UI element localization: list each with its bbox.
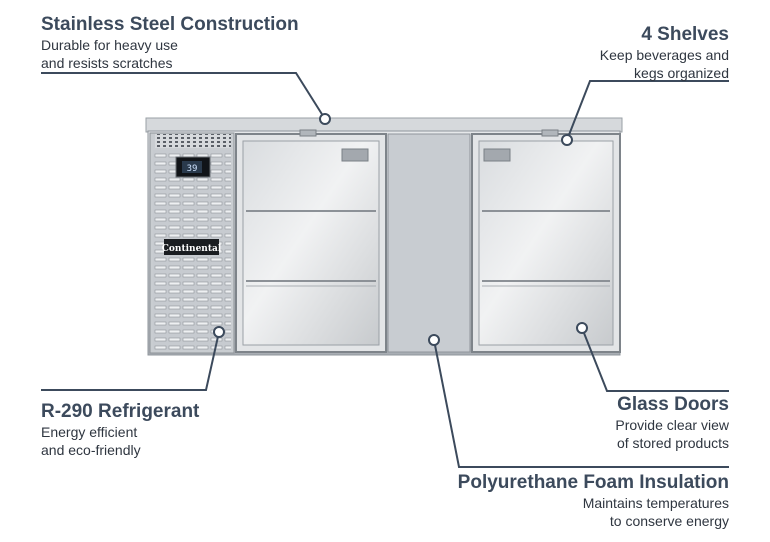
callout-dot-glass — [576, 322, 588, 334]
temperature-readout: 39 — [187, 164, 198, 174]
callout-line-shelves — [566, 80, 729, 141]
left-glass-door — [235, 129, 387, 353]
compressor-panel: 39 Continental — [149, 132, 235, 354]
callout-line-glass — [581, 327, 729, 392]
callout-glass-doors: Glass Doors Provide clear view of stored… — [615, 394, 729, 452]
brand-plate — [164, 239, 219, 255]
callout-title: Stainless Steel Construction — [41, 14, 299, 35]
callout-desc-line1: Durable for heavy use — [41, 37, 178, 53]
callout-dot-foam — [428, 334, 440, 346]
callout-title: Glass Doors — [617, 394, 729, 415]
callout-desc-line2: of stored products — [616, 435, 729, 451]
callout-desc-line1: Maintains temperatures — [582, 495, 729, 511]
callout-steel-construction: Stainless Steel Construction Durable for… — [41, 14, 299, 72]
callout-desc-line1: Keep beverages and — [599, 47, 729, 63]
callout-dot-steel — [319, 113, 331, 125]
callout-line-foam — [433, 339, 729, 468]
callout-desc-line1: Provide clear view — [615, 417, 729, 433]
callout-shelves: 4 Shelves Keep beverages and kegs organi… — [600, 24, 729, 82]
brand-logo-text: Continental — [162, 244, 222, 254]
callout-refrigerant: R-290 Refrigerant Energy efficient and e… — [41, 401, 199, 459]
callout-line-refrigerant — [41, 331, 220, 391]
callout-title: 4 Shelves — [641, 24, 729, 45]
callout-dot-refrigerant — [213, 326, 225, 338]
callout-desc-line2: and resists scratches — [41, 55, 173, 71]
center-panel — [387, 133, 471, 353]
callout-title: R-290 Refrigerant — [41, 401, 200, 422]
callout-desc-line1: Energy efficient — [41, 424, 138, 440]
callout-dot-shelves — [561, 134, 573, 146]
callout-foam-insulation: Polyurethane Foam Insulation Maintains t… — [458, 472, 729, 530]
right-glass-door — [471, 129, 621, 353]
callout-line-steel — [41, 72, 326, 120]
callout-desc-line2: and eco-friendly — [41, 442, 141, 458]
callout-desc-line2: kegs organized — [634, 65, 729, 81]
callout-title: Polyurethane Foam Insulation — [457, 472, 729, 493]
callout-desc-line2: to conserve energy — [609, 513, 729, 529]
